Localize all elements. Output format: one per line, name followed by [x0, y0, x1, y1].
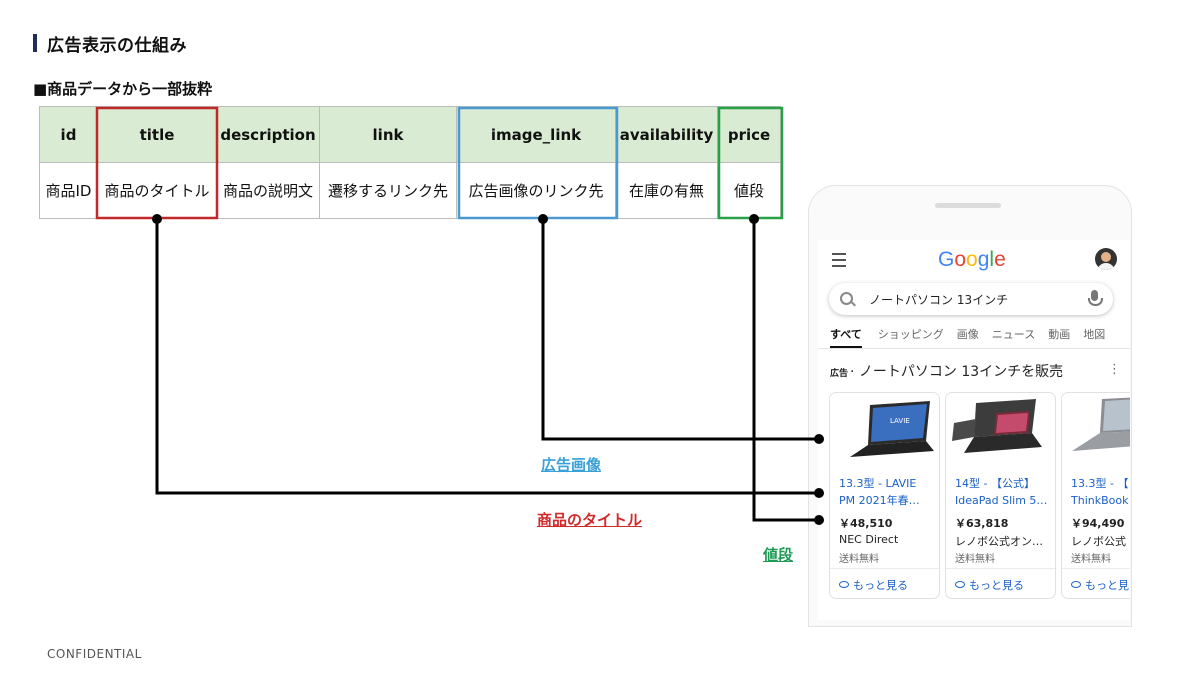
col-header-id: id — [39, 106, 98, 163]
google-logo: Google — [938, 248, 1006, 271]
see-more-link[interactable]: もっと見る — [839, 577, 908, 593]
card-shipping: 送料無料 — [955, 554, 995, 565]
section-heading: 広告表示の仕組み — [33, 32, 187, 56]
ad-heading-text: ノートパソコン 13インチを販売 — [858, 364, 1064, 380]
card-seller: レノボ公式オン… — [955, 535, 1043, 548]
ad-heading: 広告· ノートパソコン 13インチを販売 — [830, 361, 1063, 381]
product-data-table: id title description link image_link ava… — [39, 106, 781, 219]
subheading: ■商品データから一部抜粋 — [33, 80, 213, 98]
image-connector — [541, 219, 819, 441]
title-column-highlight — [95, 106, 219, 220]
card-price: ￥63,818 — [955, 517, 1009, 530]
cell-title: 商品のタイトル — [97, 162, 217, 219]
card-title[interactable]: 13.3型 - LAVIE PM 2021年春… — [839, 477, 920, 507]
laptop-image: LAVIE — [830, 393, 939, 467]
title-connector-end — [814, 488, 824, 498]
col-header-description: description — [216, 106, 320, 163]
price-column-highlight — [717, 106, 784, 220]
card-title[interactable]: 13.3型 - 【 ThinkBook — [1071, 477, 1129, 507]
label-price: 値段 — [763, 546, 794, 564]
phone-screen: Google ノートパソコン 13インチ すべて ショッピング 画像 ニュース … — [818, 240, 1130, 620]
search-input[interactable]: ノートパソコン 13インチ — [869, 293, 1009, 307]
phone-speaker — [935, 203, 1001, 208]
search-icon — [840, 292, 853, 305]
see-more-link[interactable]: もっと見る — [1071, 577, 1130, 593]
menu-icon[interactable] — [832, 253, 846, 267]
tabs-divider — [818, 348, 1130, 349]
price-connector — [752, 219, 819, 522]
card-seller: レノボ公式 — [1071, 535, 1126, 548]
see-more-label: もっと見る — [969, 579, 1024, 592]
svg-text:LAVIE: LAVIE — [890, 417, 910, 425]
cell-link: 遷移するリンク先 — [319, 162, 457, 219]
ad-badge: 広告 — [830, 369, 849, 379]
card-shipping: 送料無料 — [1071, 554, 1111, 565]
microphone-icon[interactable] — [1088, 290, 1103, 306]
product-card[interactable]: 13.3型 - 【 ThinkBook ￥94,490 レノボ公式 送料無料 も… — [1061, 392, 1130, 599]
laptop-image — [1062, 393, 1130, 467]
tab-all[interactable]: すべて — [830, 326, 862, 348]
heading-text: 広告表示の仕組み — [47, 35, 187, 56]
cell-id: 商品ID — [39, 162, 98, 219]
title-connector — [155, 219, 819, 495]
see-more-label: もっと見る — [853, 579, 908, 592]
tab-shopping[interactable]: ショッピング — [877, 328, 944, 341]
tab-images[interactable]: 画像 — [956, 328, 979, 341]
see-more-label: もっと見る — [1085, 579, 1130, 592]
label-ad-image: 広告画像 — [541, 456, 602, 474]
table-header-row: id title description link image_link ava… — [39, 106, 781, 163]
heading-accent-bar — [33, 34, 37, 52]
card-title[interactable]: 14型 - 【公式】 IdeaPad Slim 5… — [955, 477, 1048, 507]
card-divider — [946, 568, 1055, 569]
cell-image-link: 広告画像のリンク先 — [456, 162, 616, 219]
col-header-price: price — [717, 106, 781, 163]
phone-mockup: Google ノートパソコン 13インチ すべて ショッピング 画像 ニュース … — [808, 185, 1132, 627]
tab-maps[interactable]: 地図 — [1083, 328, 1106, 341]
image-connector-end — [814, 434, 824, 444]
eye-icon — [839, 581, 849, 588]
avatar[interactable] — [1095, 248, 1117, 270]
cell-price: 値段 — [717, 162, 781, 219]
card-divider — [1062, 568, 1130, 569]
search-bar[interactable]: ノートパソコン 13インチ — [829, 283, 1113, 315]
product-card[interactable]: 14型 - 【公式】 IdeaPad Slim 5… ￥63,818 レノボ公式… — [945, 392, 1056, 599]
card-price: ￥48,510 — [839, 517, 893, 530]
tab-videos[interactable]: 動画 — [1048, 328, 1071, 341]
cell-description: 商品の説明文 — [216, 162, 320, 219]
eye-icon — [955, 581, 965, 588]
see-more-link[interactable]: もっと見る — [955, 577, 1024, 593]
card-shipping: 送料無料 — [839, 554, 879, 565]
table-row: 商品ID 商品のタイトル 商品の説明文 遷移するリンク先 広告画像のリンク先 在… — [39, 162, 781, 219]
laptop-image — [946, 393, 1055, 467]
ad-separator: · — [850, 364, 855, 380]
card-seller: NEC Direct — [839, 533, 899, 546]
image-link-column-highlight — [457, 106, 619, 220]
col-header-link: link — [319, 106, 457, 163]
search-tabs: すべて ショッピング 画像 ニュース 動画 地図 — [830, 326, 1118, 348]
confidential-footer: CONFIDENTIAL — [47, 647, 142, 661]
eye-icon — [1071, 581, 1081, 588]
card-divider — [830, 568, 939, 569]
google-header: Google — [818, 240, 1130, 282]
tab-news[interactable]: ニュース — [991, 328, 1036, 341]
label-product-title: 商品のタイトル — [537, 511, 643, 529]
col-header-availability: availability — [615, 106, 718, 163]
card-price: ￥94,490 — [1071, 517, 1125, 530]
price-connector-end — [814, 515, 824, 525]
product-card[interactable]: LAVIE 13.3型 - LAVIE PM 2021年春… ￥48,510 N… — [829, 392, 940, 599]
cell-availability: 在庫の有無 — [615, 162, 718, 219]
more-options-icon[interactable]: ⋮ — [1108, 362, 1121, 377]
